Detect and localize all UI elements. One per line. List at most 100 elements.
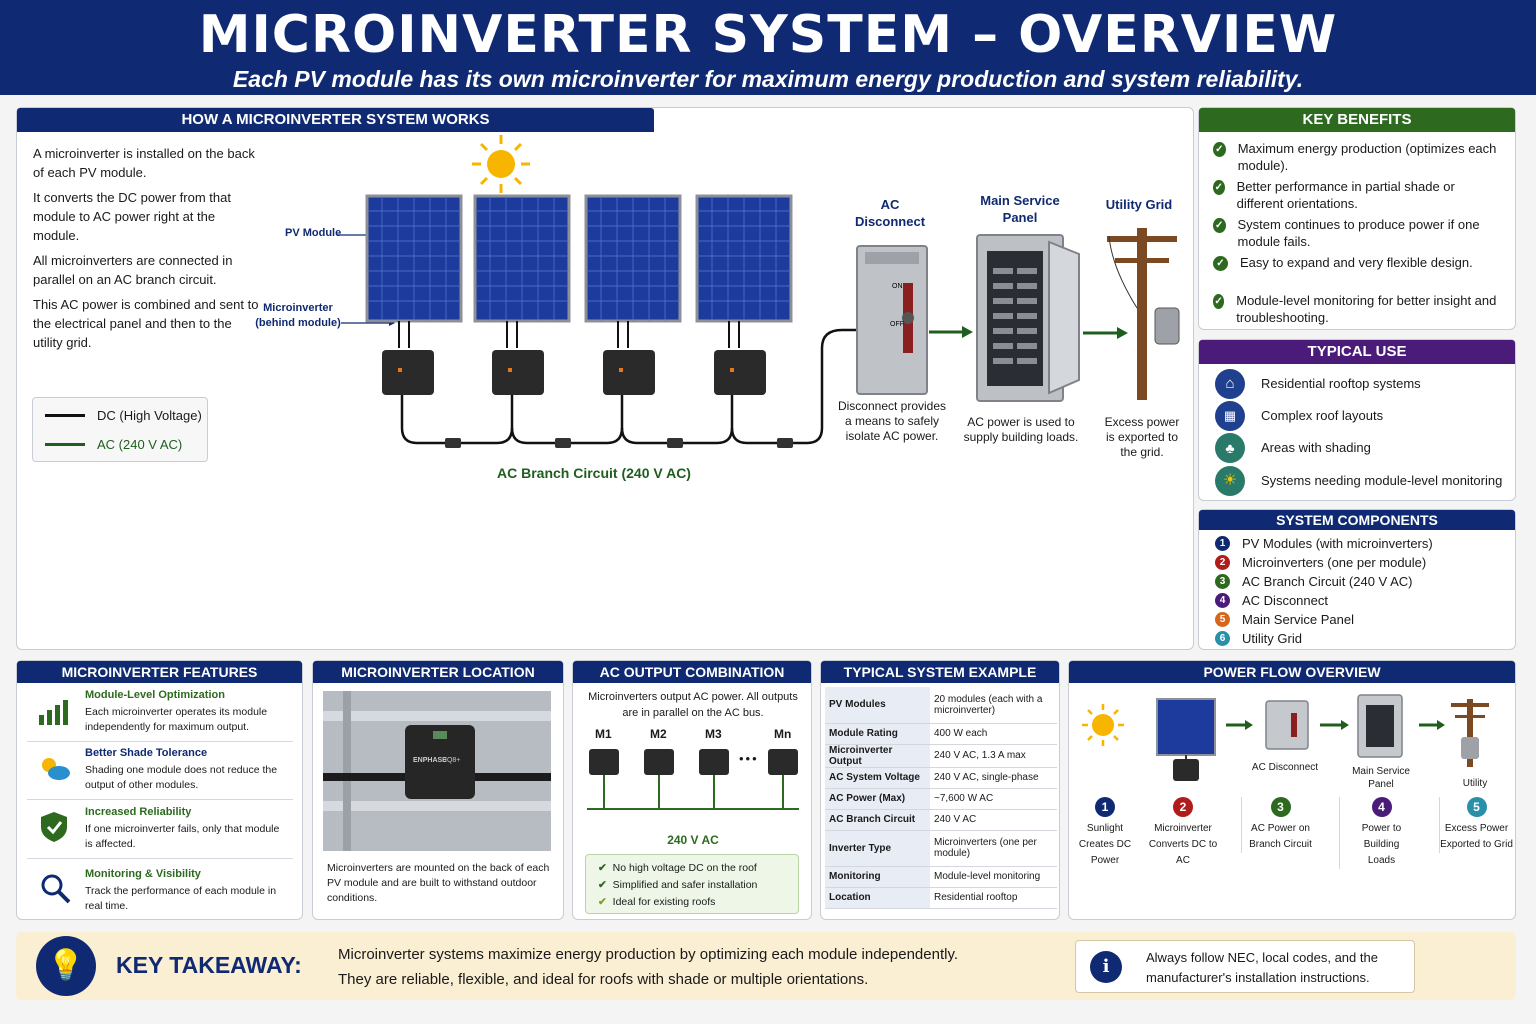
check-icon: ✔ [598, 862, 607, 874]
flow-disconnect-label: AC Disconnect [1251, 762, 1319, 773]
combination-checks: ✔ No high voltage DC on the roof ✔ Simpl… [585, 854, 799, 914]
check-icon: ✔ [598, 896, 607, 908]
location-caption: Microinverters are mounted on the back o… [327, 862, 550, 904]
use-item: ▦Complex roof layouts [1215, 400, 1505, 432]
takeaway-bar: 💡 KEY TAKEAWAY: Microinverter systems ma… [16, 932, 1516, 1000]
microinverter-3 [603, 350, 655, 395]
power-flow-panel: POWER FLOW OVERVIEW AC Disconnect Main S… [1068, 660, 1516, 920]
off-label: OFF [890, 321, 904, 328]
how-paragraph: A microinverter is installed on the back… [33, 146, 255, 180]
check-item: ✔ Ideal for existing roofs [598, 896, 716, 908]
code-note-text: Always follow NEC, local codes, and the … [1146, 950, 1378, 985]
ac-connectors [445, 438, 793, 448]
microinverter-label: Microinverter (behind module) [255, 302, 341, 329]
on-label: ON [892, 283, 903, 290]
microinverter-2 [492, 350, 544, 395]
how-it-works-panel: HOW A MICROINVERTER SYSTEM WORKS A micro… [16, 107, 1194, 650]
typical-use-title: TYPICAL USE [1199, 340, 1515, 364]
location-title: MICROINVERTER LOCATION [313, 661, 563, 683]
benefit-item: ✓Maximum energy production (optimizes ea… [1213, 140, 1503, 178]
check-item: ✔ No high voltage DC on the roof [598, 862, 757, 874]
combination-intro: Microinverters output AC power. All outp… [588, 691, 798, 719]
microinverter-photo: ENPHASE IQ8+ [323, 691, 551, 851]
microinverter-1 [382, 350, 434, 395]
bus-label: 240 V AC [667, 833, 719, 847]
typical-use-list: ⌂Residential rooftop systems ▦Complex ro… [1215, 368, 1505, 498]
how-it-works-title: HOW A MICROINVERTER SYSTEM WORKS [17, 108, 654, 132]
benefits-list: ✓Maximum energy production (optimizes ea… [1213, 140, 1503, 330]
panel-caption: AC power is used to supply building load… [963, 415, 1079, 444]
example-title: TYPICAL SYSTEM EXAMPLE [821, 661, 1059, 683]
page-title: MICROINVERTER SYSTEM – OVERVIEW [198, 5, 1338, 65]
dc-legend-swatch [45, 414, 85, 417]
bar-chart-icon [39, 700, 68, 725]
power-flow-diagram [1082, 694, 1489, 781]
info-icon: i [1090, 951, 1122, 983]
flow-panel-label: Main Service Panel [1352, 766, 1410, 790]
panel-title: Main Service Panel [980, 193, 1060, 225]
parallel-bus-diagram [587, 749, 799, 810]
takeaway-line: They are reliable, flexible, and ideal f… [338, 971, 869, 988]
use-item: ⌂Residential rooftop systems [1215, 368, 1505, 400]
grid-title: Utility Grid [1105, 197, 1173, 212]
flow-microinverter-icon [1173, 759, 1199, 781]
takeaway-line: Microinverter systems maximize energy pr… [338, 946, 959, 963]
check-item: ✔ Simplified and safer installation [598, 879, 758, 891]
microinverters [382, 350, 766, 395]
sun-icon [472, 135, 530, 193]
mn-label: Mn [774, 727, 792, 741]
ac-disconnect-icon [856, 245, 928, 395]
flow-grid-label: Utility [1462, 778, 1488, 789]
pv-modules [365, 194, 793, 323]
sun-icon: ☀ [1215, 466, 1245, 496]
power-flow-title: POWER FLOW OVERVIEW [1069, 661, 1515, 683]
components-title: SYSTEM COMPONENTS [1199, 510, 1515, 530]
benefit-item: ✓Better performance in partial shade or … [1213, 179, 1455, 211]
use-item: ♣Areas with shading [1215, 432, 1505, 464]
table-row: AC Power (Max)~7,600 W AC [825, 788, 1057, 810]
check-icon: ✓ [1213, 142, 1226, 157]
tree-icon: ♣ [1215, 433, 1245, 463]
typical-use-panel: TYPICAL USE ⌂Residential rooftop systems… [1198, 339, 1516, 501]
ac-flow-arrows [929, 330, 1117, 335]
benefit-item: ✓System continues to produce power if on… [1213, 216, 1503, 254]
how-paragraph: All microinverters are connected in para… [33, 253, 233, 287]
ac-legend-label: AC (240 V AC) [97, 437, 183, 452]
disconnect-title: AC Disconnect [854, 197, 926, 229]
check-icon: ✓ [1213, 294, 1225, 309]
check-icon: ✓ [1213, 256, 1228, 271]
grid-caption: Excess power is exported to the grid. [1104, 415, 1180, 459]
building-icon: ▦ [1215, 401, 1245, 431]
check-icon: ✔ [598, 879, 607, 891]
key-benefits-title: KEY BENEFITS [1199, 108, 1515, 132]
dc-legend-label: DC (High Voltage) [97, 408, 202, 423]
branch-circuit-label: AC Branch Circuit (240 V AC) [497, 465, 691, 481]
utility-pole-icon [1107, 228, 1180, 400]
takeaway-text: Microinverter systems maximize energy pr… [338, 942, 1058, 992]
how-paragraph: This AC power is combined and sent to th… [33, 297, 259, 350]
features-panel: MICROINVERTER FEATURES Module-Level Opti… [16, 660, 303, 920]
shield-icon [41, 812, 67, 842]
how-paragraph: It converts the DC power from that modul… [33, 190, 231, 243]
takeaway-title: KEY TAKEAWAY: [116, 952, 302, 978]
combination-panel: AC OUTPUT COMBINATION Microinverters out… [572, 660, 812, 920]
check-icon: ✓ [1213, 180, 1225, 195]
benefit-item: ✓Easy to expand and very flexible design… [1213, 254, 1503, 292]
wire-legend: DC (High Voltage) AC (240 V AC) [32, 397, 208, 462]
breaker-rows [993, 268, 1037, 364]
